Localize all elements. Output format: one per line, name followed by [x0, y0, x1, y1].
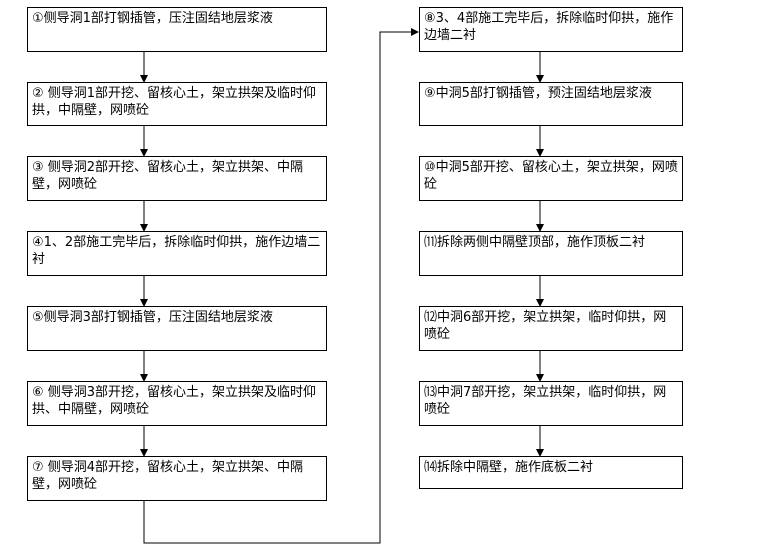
step-box-3: ③ 侧导洞2部开挖、留核心土，架立拱架、中隔壁，网喷砼 — [27, 156, 327, 201]
arrow-7-8 — [143, 28, 419, 544]
step-box-6: ⑥ 侧导洞3部开挖，留核心土，架立拱架及临时仰拱、中隔壁，网喷砼 — [27, 381, 327, 426]
step-box-13: ⒀中洞7部开挖，架立拱架，临时仰拱，网喷砼 — [419, 381, 683, 426]
step-box-14: ⒁拆除中隔壁，施作底板二衬 — [419, 456, 683, 489]
step-box-4: ④1、2部施工完毕后，拆除临时仰拱，施作边墙二衬 — [27, 231, 327, 276]
step-box-10: ⑩中洞5部开挖、留核心土，架立拱架，网喷砼 — [419, 156, 683, 201]
step-box-7: ⑦ 侧导洞4部开挖，留核心土，架立拱架、中隔壁，网喷砼 — [27, 456, 327, 501]
step-box-5: ⑤侧导洞3部打钢插管，压注固结地层浆液 — [27, 306, 327, 351]
step-box-2: ② 侧导洞1部开挖、留核心土，架立拱架及临时仰拱，中隔壁，网喷砼 — [27, 82, 327, 126]
step-box-9: ⑨中洞5部打钢插管，预注固结地层浆液 — [419, 82, 683, 126]
step-box-11: ⑾拆除两侧中隔壁顶部，施作顶板二衬 — [419, 231, 683, 276]
step-box-1: ①侧导洞1部打钢插管，压注固结地层浆液 — [27, 7, 327, 52]
step-box-12: ⑿中洞6部开挖，架立拱架，临时仰拱，网喷砼 — [419, 306, 683, 351]
step-box-8: ⑧3、4部施工完毕后，拆除临时仰拱，施作边墙二衬 — [419, 7, 683, 52]
